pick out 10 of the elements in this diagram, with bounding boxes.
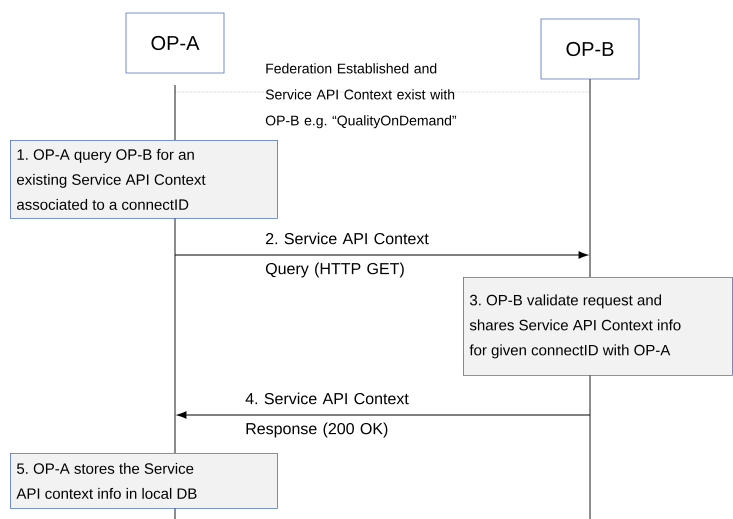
participant-box: OP-A [126, 12, 224, 74]
note-box: 3. OP-B validate request and shares Service API Context info for given connectID with OP-A [463, 277, 733, 376]
edge-label: Federation Established and Service API Context exist with OP-B e.g. “QualityOnDemand” [266, 63, 456, 128]
edge-label: 2. Service API Context Query (HTTP GET) [266, 232, 429, 278]
arrow [175, 251, 588, 259]
participant-box: OP-B [540, 18, 640, 80]
edge-label: 4. Service API Context Response (200 OK) [246, 392, 409, 438]
note-box: 5. OP-A stores the Service API context info in local DB [10, 453, 278, 509]
note-box: 1. OP-A query OP-B for an existing Service API Context associated to a connectID [10, 140, 278, 219]
arrow [176, 411, 590, 419]
